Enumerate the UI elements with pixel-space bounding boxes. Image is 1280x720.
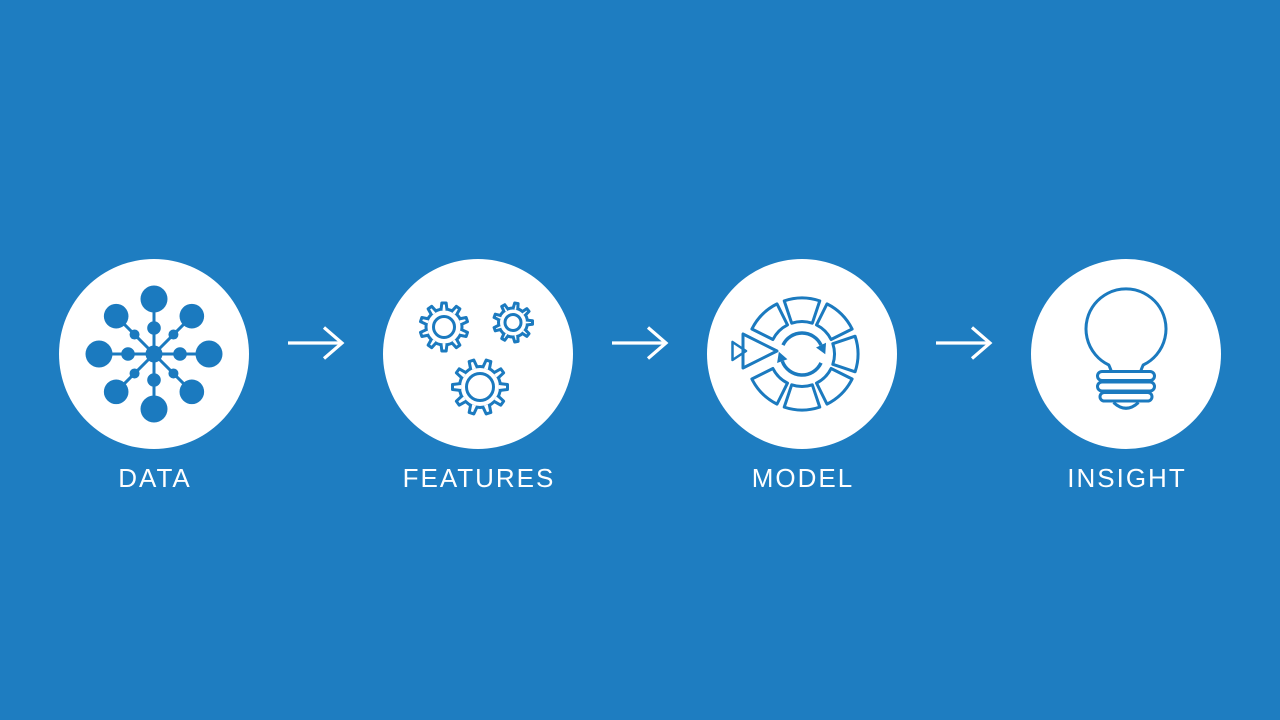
network-hub-icon xyxy=(85,285,223,423)
connector-3 xyxy=(897,325,1031,361)
step-label-insight: INSIGHT xyxy=(1067,463,1187,493)
model-cycle-icon xyxy=(731,296,860,412)
step-label-features: FEATURES xyxy=(402,463,556,493)
right-arrow-icon xyxy=(612,326,669,360)
connector-2 xyxy=(573,325,707,361)
pipeline-diagram: DATA FEATURES MODEL INSIGH xyxy=(0,259,1280,491)
right-arrow-icon xyxy=(936,326,993,360)
step-features: FEATURES xyxy=(383,259,573,491)
gears-icon xyxy=(419,301,534,416)
step-label-model: MODEL xyxy=(751,463,855,493)
lightbulb-icon xyxy=(1084,287,1168,410)
step-insight: INSIGHT xyxy=(1031,259,1221,491)
model-circle xyxy=(707,259,897,449)
step-label-data: DATA xyxy=(118,463,192,493)
step-data: DATA xyxy=(59,259,249,491)
data-circle xyxy=(59,259,249,449)
insight-circle xyxy=(1031,259,1221,449)
step-model: MODEL xyxy=(707,259,897,491)
connector-1 xyxy=(249,325,383,361)
features-circle xyxy=(383,259,573,449)
right-arrow-icon xyxy=(288,326,345,360)
